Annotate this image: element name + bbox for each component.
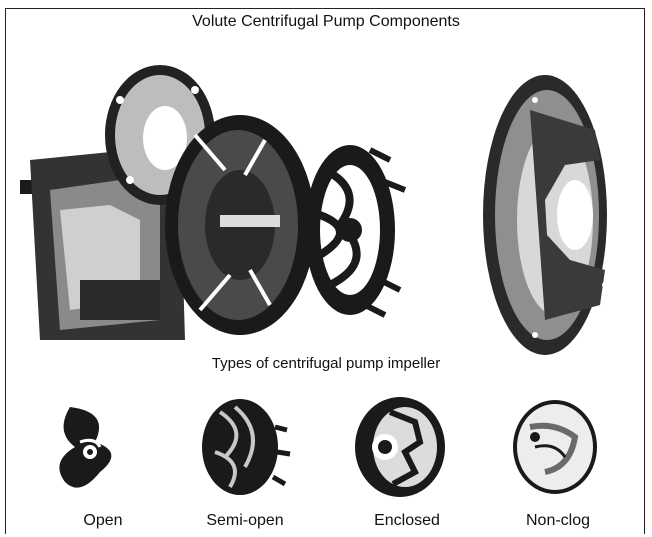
non-clog-impeller-illustration: [505, 392, 605, 502]
casing-cover-illustration: [475, 70, 625, 360]
diagram-title: Volute Centrifugal Pump Components: [0, 13, 652, 31]
open-impeller-illustration: [40, 392, 140, 502]
impeller-label-enclosed: Enclosed: [347, 512, 467, 530]
impeller-label-semi-open: Semi-open: [185, 512, 305, 530]
pump-assembly-illustration: [20, 40, 480, 350]
impeller-label-non-clog: Non-clog: [498, 512, 618, 530]
impeller-section-title: Types of centrifugal pump impeller: [0, 355, 652, 372]
impeller-label-open: Open: [43, 512, 163, 530]
enclosed-impeller-illustration: [345, 392, 455, 502]
semi-open-impeller-illustration: [195, 392, 295, 502]
